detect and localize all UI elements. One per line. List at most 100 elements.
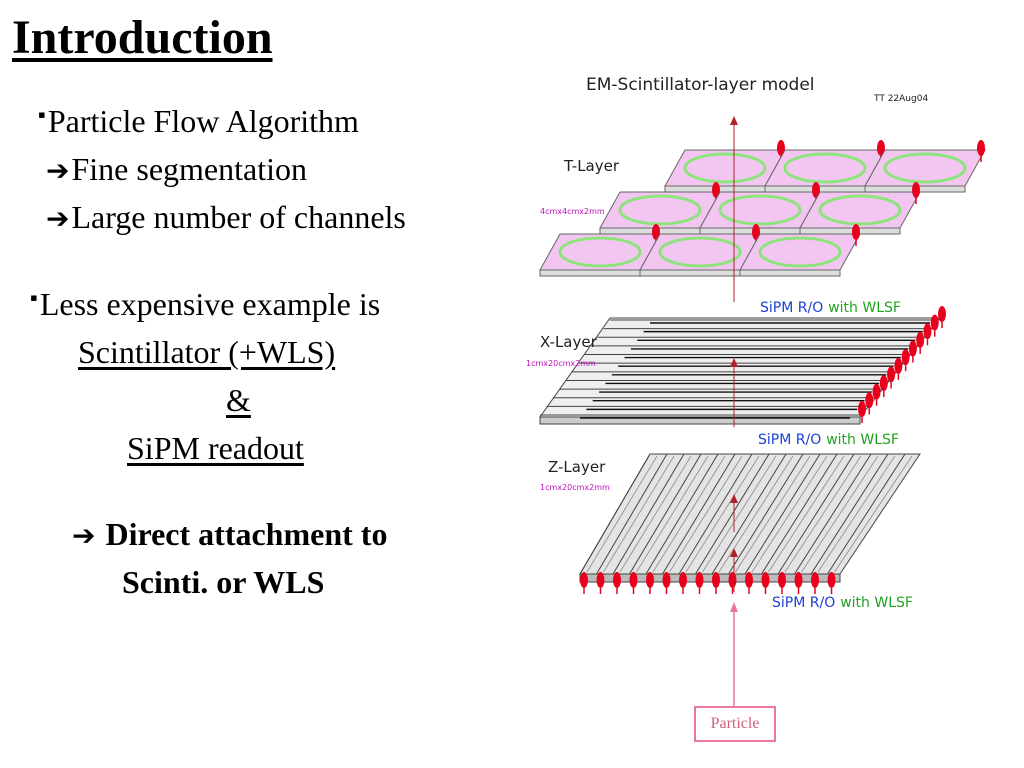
wls-fiber-ring xyxy=(883,152,967,184)
wls-fiber-ring xyxy=(783,152,867,184)
z-strip xyxy=(695,453,770,575)
z-strip xyxy=(827,453,906,575)
wls-fiber xyxy=(652,455,726,573)
sipm-icon xyxy=(877,140,885,156)
sipm-icon xyxy=(916,331,925,348)
wls-fiber xyxy=(817,455,896,573)
sipm-icon xyxy=(745,572,753,588)
sipm-icon xyxy=(923,323,932,340)
z-strip xyxy=(629,453,702,575)
wls-fiber-ring xyxy=(818,194,902,226)
sipm-icon xyxy=(613,572,621,588)
z-strip xyxy=(810,453,889,575)
arrow-up-icon xyxy=(730,494,738,503)
z-strip xyxy=(728,453,804,575)
sipm-icon xyxy=(908,340,917,357)
sipm-icon xyxy=(778,572,786,588)
sipm-icon xyxy=(596,572,605,588)
wls-fiber xyxy=(685,455,760,573)
tile-edge xyxy=(639,269,741,277)
z-layer-dims: 1cmx20cmx2mm xyxy=(540,483,610,492)
direct-attachment-line: ➔ Direct attachment to xyxy=(72,518,387,550)
arrow-right-icon: ➔ xyxy=(72,519,96,552)
cheap-head-text: Less expensive example is xyxy=(39,286,381,322)
wls-fiber-ring xyxy=(658,236,742,268)
z-layer-strips xyxy=(579,453,921,594)
sipm-icon xyxy=(858,401,866,417)
sipm-icon xyxy=(879,375,888,392)
z-strip xyxy=(662,453,736,575)
t-layer-tiles xyxy=(539,140,986,277)
z-strip xyxy=(761,453,838,575)
z-strip xyxy=(579,453,651,575)
sipm-icon xyxy=(652,224,660,240)
wls-fiber xyxy=(619,455,692,573)
z-strip xyxy=(777,453,855,575)
t-layer-dims: 4cmx4cmx2mm xyxy=(540,207,605,216)
wls-fiber-ring xyxy=(618,194,702,226)
sipm-icon xyxy=(912,182,920,198)
sipm-icon xyxy=(761,572,770,588)
z-strip xyxy=(711,453,787,575)
sipm-icon xyxy=(662,572,671,588)
ampersand-text: & xyxy=(226,382,251,418)
sipm-icon xyxy=(679,572,687,588)
z-strip xyxy=(744,453,821,575)
sipm-readout-text: SiPM readout xyxy=(127,430,304,466)
arrow-right-icon: ➔ xyxy=(46,202,70,235)
sipm-icon xyxy=(887,366,896,383)
x-layer-strips xyxy=(539,306,946,425)
readout-2-prefix: SiPM R/O xyxy=(758,432,821,448)
wls-fiber xyxy=(801,455,879,573)
z-strip xyxy=(794,453,872,575)
particle-label-box: Particle xyxy=(694,706,776,742)
arrow-up-icon xyxy=(730,116,738,125)
sipm-icon xyxy=(728,572,737,588)
arrow-up-icon xyxy=(730,548,738,557)
sipm-icon xyxy=(794,572,803,588)
wls-fiber xyxy=(603,455,675,573)
tile-edge xyxy=(799,227,901,235)
pfa-sub2-text: Large number of channels xyxy=(71,199,406,235)
pfa-sub1-text: Fine segmentation xyxy=(71,151,307,187)
sipm-icon xyxy=(777,140,785,156)
wls-fiber xyxy=(636,455,709,573)
attach-line1-text: Direct attachment to xyxy=(105,516,388,552)
scintillator-layer-diagram: EM-Scintillator-layer model TT 22Aug04 T… xyxy=(526,75,986,706)
sipm-icon xyxy=(872,383,881,400)
arrow-up-icon xyxy=(730,602,738,612)
tile-edge xyxy=(699,227,801,235)
diagram-title: EM-Scintillator-layer model xyxy=(586,75,815,95)
sipm-icon xyxy=(752,224,760,240)
sipm-icon xyxy=(629,572,638,588)
sipm-icon xyxy=(580,572,588,588)
sipm-icon xyxy=(852,224,860,240)
readout-3-prefix: SiPM R/O xyxy=(772,595,835,611)
sipm-icon xyxy=(812,182,820,198)
sipm-icon xyxy=(977,140,985,156)
t-layer-label: T-Layer xyxy=(563,157,620,175)
z-strip xyxy=(596,453,668,575)
attach-line2-text: Scinti. or WLS xyxy=(122,564,325,600)
x-layer-label: X-Layer xyxy=(540,333,598,351)
sipm-icon xyxy=(865,392,874,409)
sipm-icon xyxy=(901,349,910,366)
diagram-author-tag: TT 22Aug04 xyxy=(873,94,928,104)
bullet-square-icon: ▪ xyxy=(30,285,38,310)
particle-tracks xyxy=(730,116,738,706)
wls-fiber xyxy=(718,455,794,573)
z-layer-edge xyxy=(579,573,841,583)
sipm-icon xyxy=(646,572,654,588)
x-layer-plate xyxy=(539,317,942,418)
sipm-icon xyxy=(695,572,704,588)
wls-fiber xyxy=(834,455,913,573)
sipm-icon xyxy=(930,314,939,331)
wls-fiber xyxy=(586,455,658,573)
z-layer-label: Z-Layer xyxy=(548,458,606,476)
x-layer-dims: 1cmx20cmx2mm xyxy=(526,359,596,368)
bullet-particle-flow: ▪Particle Flow Algorithm xyxy=(38,104,359,138)
wls-fiber xyxy=(702,455,777,573)
sipm-icon xyxy=(712,572,720,588)
